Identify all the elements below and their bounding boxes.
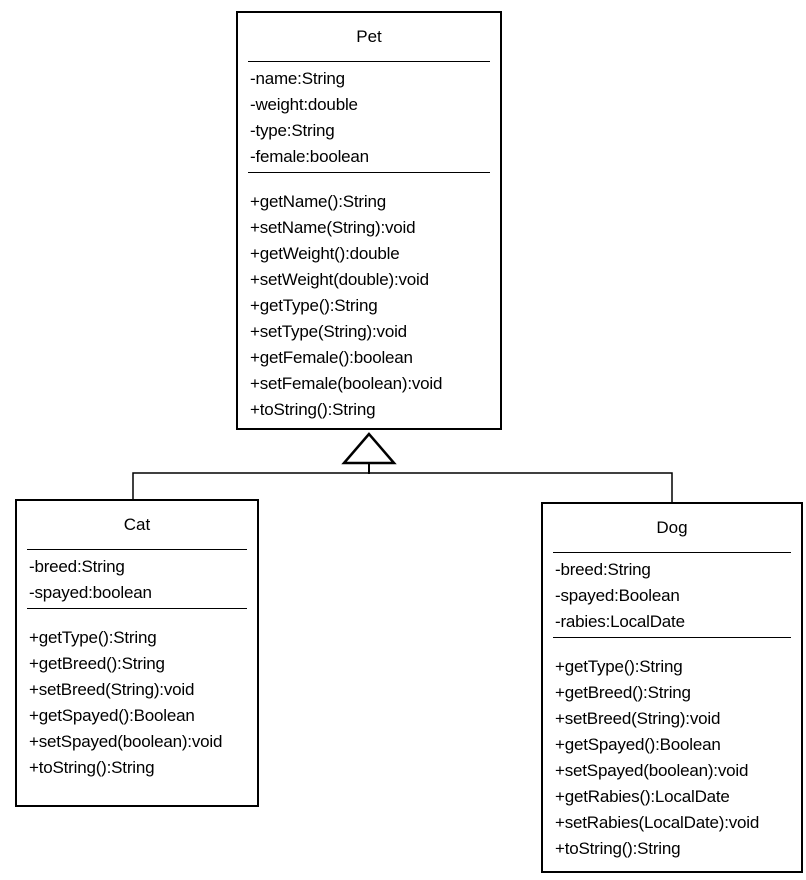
title-separator [248, 61, 490, 62]
attribute-line: -female:boolean [250, 147, 369, 166]
methods-section-dog: +getType():String +getBreed():String +setB… [543, 638, 801, 870]
attributes-separator [553, 637, 791, 638]
method-line: +getBreed():String [29, 654, 165, 673]
method-line: +getSpayed():Boolean [555, 735, 721, 754]
method-line: +setRabies(LocalDate):void [555, 813, 760, 832]
method-line: +getBreed():String [555, 683, 691, 702]
method-line: +setWeight(double):void [250, 270, 429, 289]
title-separator [553, 552, 791, 553]
attributes-separator [248, 172, 490, 173]
method-line: +setBreed(String):void [555, 709, 721, 728]
attributes-section-dog: -breed:String -spayed:Boolean -rabies:Loca… [543, 553, 801, 637]
method-line: +getWeight():double [250, 244, 400, 263]
method-line: +toString():String [250, 400, 376, 419]
inheritance-rail-line [132, 472, 673, 502]
class-box-dog: Dog -breed:String -spayed:Boolean -rabies:… [541, 502, 803, 873]
methods-section-pet: +getName():String +setName(String):void +g… [238, 173, 500, 431]
attribute-line: -breed:String [29, 557, 125, 576]
title-separator [27, 549, 247, 550]
method-line: +getRabies():LocalDate [555, 787, 730, 806]
attribute-line: -name:String [250, 69, 345, 88]
method-line: +getName():String [250, 192, 386, 211]
methods-section-cat: +getType():String +getBreed():String +setB… [17, 609, 257, 789]
method-line: +toString():String [555, 839, 681, 858]
attribute-line: -spayed:Boolean [555, 586, 680, 605]
class-box-pet: Pet -name:String -weight:double -type:Stri… [236, 11, 502, 430]
inheritance-triangle-icon [341, 432, 397, 465]
method-line: +getType():String [29, 628, 157, 647]
method-line: +setFemale(boolean):void [250, 374, 443, 393]
attribute-line: -type:String [250, 121, 335, 140]
method-line: +setType(String):void [250, 322, 407, 341]
attribute-line: -spayed:boolean [29, 583, 152, 602]
method-line: +setSpayed(boolean):void [29, 732, 223, 751]
attribute-line: -rabies:LocalDate [555, 612, 685, 631]
class-title-pet: Pet [356, 27, 382, 46]
class-title-dog: Dog [656, 518, 688, 537]
method-line: +getType():String [555, 657, 683, 676]
class-title-cat: Cat [123, 515, 151, 534]
method-line: +setName(String):void [250, 218, 416, 237]
method-line: +getSpayed():Boolean [29, 706, 195, 725]
method-line: +getFemale():boolean [250, 348, 413, 367]
class-box-cat: Cat -breed:String -spayed:boolean +getTyp… [15, 499, 259, 807]
method-line: +setSpayed(boolean):void [555, 761, 749, 780]
attribute-line: -breed:String [555, 560, 651, 579]
attributes-section-cat: -breed:String -spayed:boolean [17, 550, 257, 608]
attribute-line: -weight:double [250, 95, 358, 114]
method-line: +toString():String [29, 758, 155, 777]
attributes-separator [27, 608, 247, 609]
method-line: +setBreed(String):void [29, 680, 195, 699]
attributes-section-pet: -name:String -weight:double -type:String -f… [238, 62, 500, 172]
method-line: +getType():String [250, 296, 378, 315]
